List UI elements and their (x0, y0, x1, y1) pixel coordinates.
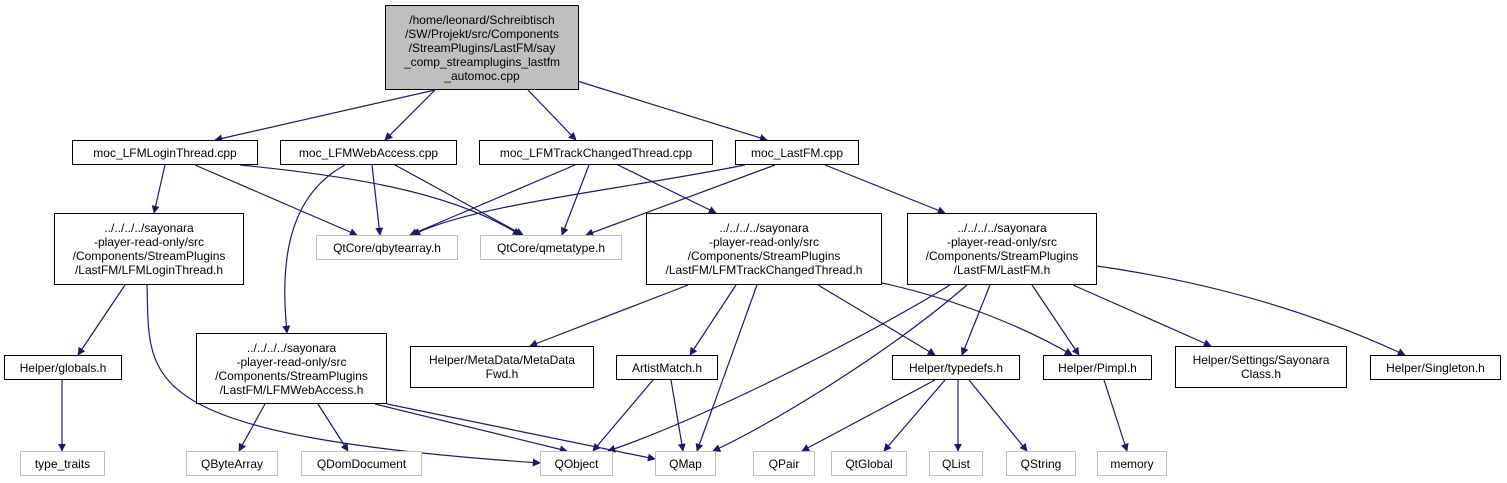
node-memory[interactable]: memory (1097, 451, 1167, 476)
node-moc-lastfm-cpp[interactable]: moc_LastFM.cpp (735, 140, 859, 165)
edge-helper-typedefs-h-to-qtglobal (883, 379, 946, 452)
edge-helper-typedefs-h-to-qstring (968, 379, 1028, 452)
edge-moc-lastfm-cpp-to-lastfm-h (824, 164, 946, 215)
edge-moc-lfmwebaccess-cpp-to-lfmwebaccess-h (282, 164, 346, 334)
edge-lastfm-h-to-helper-settings-sayonaraclass-h (1072, 284, 1212, 347)
node-qpair[interactable]: QPair (753, 451, 815, 476)
edge-helper-pimpl-h-to-memory (1103, 379, 1129, 452)
edge-lfmtrackchangedthread-h-to-artistmatch-h (689, 284, 737, 356)
edge-lfmwebaccess-h-to-qmap (386, 403, 656, 462)
edge-moc-lfmtrackchangedthread-cpp-to-lfmtrackchangedthread-h (617, 164, 717, 214)
node-helper-metadata-metadatafwd-h[interactable]: Helper/MetaData/MetaData Fwd.h (410, 346, 594, 388)
edge-lfmwebaccess-h-to-qdomdocument (317, 403, 349, 452)
node-qbytearray[interactable]: QByteArray (186, 451, 278, 476)
node-moc-lfmloginthread-cpp[interactable]: moc_LFMLoginThread.cpp (72, 140, 258, 165)
edge-lfmtrackchangedthread-h-to-helper-pimpl-h (881, 282, 1073, 356)
edge-lastfm-h-to-qobject (607, 284, 951, 453)
edge-lfmloginthread-h-to-qobject (146, 284, 541, 467)
edge-root-to-moc-lfmwebaccess-cpp (384, 89, 436, 141)
node-helper-singleton-h[interactable]: Helper/Singleton.h (1370, 355, 1501, 380)
edge-lfmwebaccess-h-to-qbytearray (238, 403, 266, 452)
edge-lfmtrackchangedthread-h-to-qmap (695, 284, 758, 452)
node-moc-lfmtrackchangedthread-cpp[interactable]: moc_LFMTrackChangedThread.cpp (479, 140, 713, 165)
edge-lastfm-h-to-helper-typedefs-h (960, 284, 991, 356)
node-qstring[interactable]: QString (1006, 451, 1076, 476)
node-helper-pimpl-h[interactable]: Helper/Pimpl.h (1043, 355, 1152, 380)
edge-lfmloginthread-h-to-helper-globals-h (77, 284, 126, 356)
node-qtcore-qmetatype-h[interactable]: QtCore/qmetatype.h (480, 235, 622, 260)
node-artistmatch-h[interactable]: ArtistMatch.h (616, 355, 718, 380)
edge-root-to-moc-lfmtrackchangedthread-cpp (527, 89, 577, 141)
edge-lfmtrackchangedthread-h-to-helper-typedefs-h (817, 284, 936, 356)
node-lfmloginthread-h[interactable]: ../../../../sayonara -player-read-only/s… (54, 213, 244, 285)
edge-moc-lfmloginthread-cpp-to-qtcore-qbytearray-h (194, 164, 358, 236)
node-qtglobal[interactable]: QtGlobal (831, 451, 907, 476)
edge-artistmatch-h-to-qmap (670, 379, 686, 452)
node-root-automoc-cpp[interactable]: /home/leonard/Schreibtisch /SW/Projekt/s… (385, 5, 579, 90)
node-type-traits[interactable]: type_traits (20, 451, 105, 476)
node-qlist[interactable]: QList (929, 451, 983, 476)
edge-moc-lfmtrackchangedthread-cpp-to-qtcore-qmetatype-h (560, 164, 590, 236)
edge-moc-lfmloginthread-cpp-to-qtcore-qmetatype-h (239, 164, 521, 236)
edge-lfmwebaccess-h-to-qobject (374, 403, 568, 454)
node-qmap[interactable]: QMap (655, 451, 716, 476)
node-helper-globals-h[interactable]: Helper/globals.h (4, 355, 122, 380)
edge-moc-lfmloginthread-cpp-to-lfmloginthread-h (151, 164, 166, 214)
node-qdomdocument[interactable]: QDomDocument (301, 451, 422, 476)
node-qtcore-qbytearray-h[interactable]: QtCore/qbytearray.h (316, 235, 458, 260)
node-lastfm-h[interactable]: ../../../../sayonara -player-read-only/s… (907, 213, 1097, 285)
edge-lastfm-h-to-helper-pimpl-h (1031, 284, 1080, 356)
node-helper-settings-sayonaraclass-h[interactable]: Helper/Settings/Sayonara Class.h (1175, 346, 1347, 388)
node-lfmtrackchangedthread-h[interactable]: ../../../../sayonara -player-read-only/s… (646, 213, 882, 285)
node-lfmwebaccess-h[interactable]: ../../../../sayonara -player-read-only/s… (196, 333, 387, 404)
edge-moc-lfmwebaccess-cpp-to-qtcore-qbytearray-h (371, 164, 384, 236)
edge-artistmatch-h-to-qobject (592, 379, 654, 452)
edge-lfmtrackchangedthread-h-to-helper-metadata-metadatafwd-h (529, 284, 689, 348)
node-helper-typedefs-h[interactable]: Helper/typedefs.h (892, 355, 1020, 380)
node-moc-lfmwebaccess-cpp[interactable]: moc_LFMWebAccess.cpp (280, 140, 457, 165)
node-qobject[interactable]: QObject (540, 451, 613, 476)
edge-moc-lfmtrackchangedthread-cpp-to-qtcore-qbytearray-h (409, 164, 576, 236)
edge-root-to-moc-lfmloginthread-cpp (214, 89, 436, 143)
edge-lastfm-h-to-qmap (712, 284, 968, 452)
edge-root-to-moc-lastfm-cpp (573, 79, 768, 142)
edge-moc-lfmwebaccess-cpp-to-qtcore-qmetatype-h (394, 164, 524, 236)
edge-lastfm-h-to-helper-singleton-h (1096, 265, 1406, 356)
edge-helper-typedefs-h-to-qpair (801, 379, 936, 452)
edge-moc-lastfm-cpp-to-qtcore-qmetatype-h (585, 164, 776, 237)
edge-moc-lastfm-cpp-to-qtcore-qbytearray-h (412, 164, 746, 236)
